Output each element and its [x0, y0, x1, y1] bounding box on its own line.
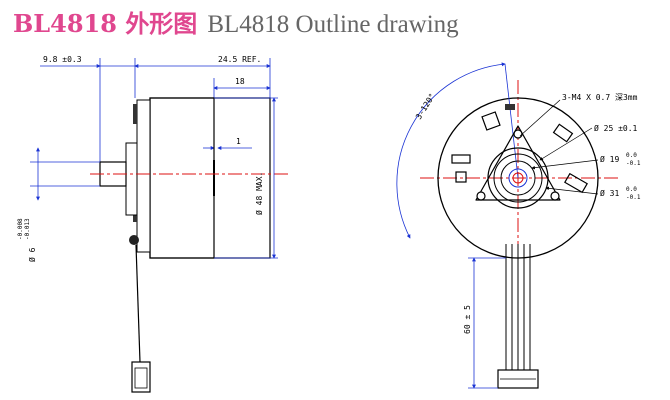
dim-d19: Ø 19	[600, 154, 619, 164]
pcb-board	[136, 99, 151, 253]
leader-d31	[545, 186, 599, 195]
motor-body	[149, 97, 271, 259]
dim-shaft-diameter: Ø 6	[27, 247, 37, 262]
angle-arc	[396, 62, 506, 239]
mount-hole-right	[550, 191, 560, 201]
dim-body-length: 18	[235, 77, 245, 86]
ic-right	[564, 172, 588, 194]
ribbon-cable	[505, 244, 531, 372]
shaft-hole	[508, 168, 528, 188]
dim-d31-tol-bot: -0.1	[626, 194, 641, 201]
mount-hole-left	[476, 191, 486, 201]
leader-holes	[519, 99, 561, 137]
ring-d19	[500, 160, 536, 196]
dim-shaft-tol-bot: -0.013	[24, 218, 31, 240]
side-view: 9.8 ±0.3 24.5 REF. 18 1 Ø 48 MAX. Ø	[17, 55, 290, 393]
motor-body-left	[149, 97, 215, 259]
title-chinese: BL4818 外形图	[13, 9, 198, 38]
front-view: 3-120° 3-M4 X 0.7 深3mm Ø 25 ±0.1 Ø 19 0.…	[396, 62, 641, 389]
dim-d25: Ø 25 ±0.1	[594, 123, 638, 133]
flange-boss	[125, 142, 138, 216]
angle-ray	[504, 63, 519, 179]
dim-d19-tol-bot: -0.1	[626, 160, 641, 167]
shaft-center	[512, 172, 524, 184]
connector-inner	[134, 367, 148, 389]
comp-left	[455, 171, 467, 183]
dim-shaft-length: 9.8 ±0.3	[43, 55, 82, 64]
pcb-component-1	[133, 104, 137, 124]
ic-left	[451, 154, 471, 164]
hall-sensor-2	[552, 123, 574, 143]
mount-hole-top	[513, 129, 523, 139]
dim-diameter: Ø 48 MAX.	[254, 172, 264, 215]
ring-d25	[493, 153, 543, 203]
dim-holes: 3-M4 X 0.7 深3mm	[562, 93, 638, 102]
wire-grommet	[129, 235, 139, 245]
connector	[131, 361, 151, 393]
dim-d31-tol-top: 0.0	[626, 186, 637, 193]
dim-angle: 3-120°	[414, 92, 437, 121]
leader-d19	[531, 159, 599, 170]
dim-shaft-tol-top: -0.008	[17, 218, 24, 240]
ring-d31	[487, 147, 549, 209]
hall-sensor-1	[481, 111, 501, 131]
dim-lead-length: 60 ± 5	[463, 305, 472, 334]
dim-d31: Ø 31	[600, 188, 619, 198]
pad-top	[505, 104, 515, 110]
lead-wire	[135, 244, 141, 363]
dim-one: 1	[236, 137, 241, 146]
leader-d25	[539, 127, 593, 161]
mount-flange	[475, 125, 561, 201]
dim-d19-tol-top: 0.0	[626, 152, 637, 159]
dim-total-length: 24.5 REF.	[218, 55, 261, 64]
title-english: BL4818 Outline drawing	[207, 11, 459, 38]
page-header: BL4818 外形图 BL4818 Outline drawing	[13, 4, 459, 38]
